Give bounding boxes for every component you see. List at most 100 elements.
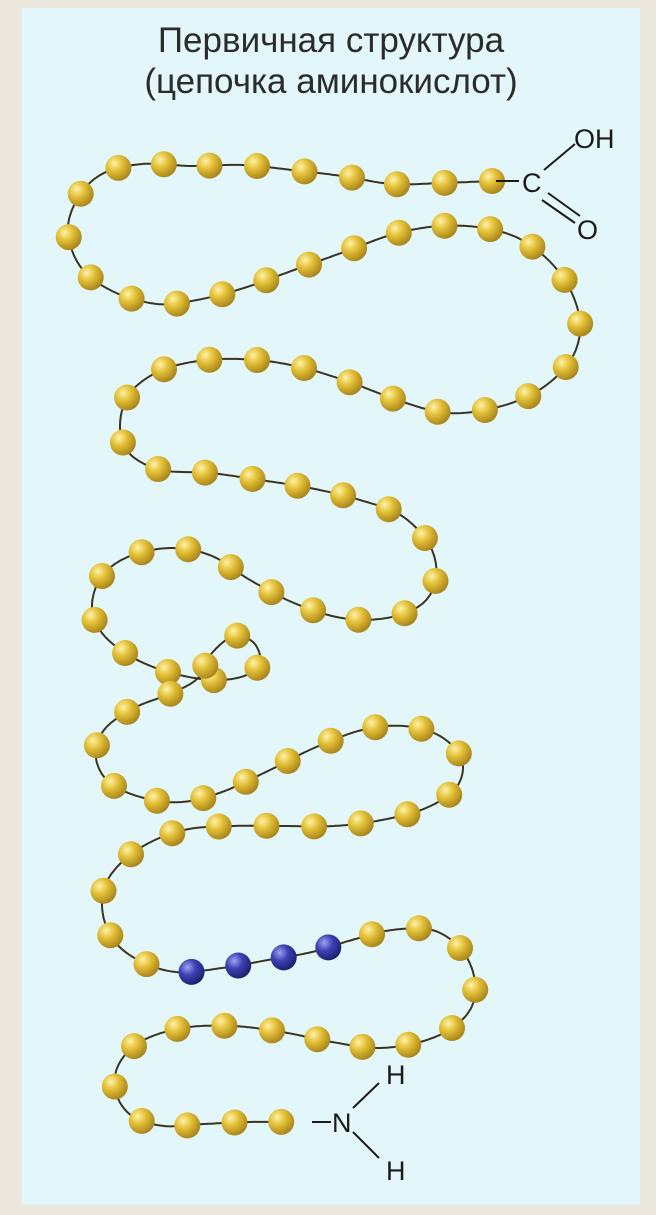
amino-acid-residue	[118, 841, 144, 867]
c-o-double-bond-a	[542, 200, 575, 223]
amino-acid-residue	[408, 716, 434, 742]
amino-acid-residue	[129, 1108, 155, 1134]
amino-acid-residue	[102, 1074, 128, 1100]
amino-acid-residue	[121, 1033, 147, 1059]
amino-acid-residue	[224, 623, 250, 649]
amino-acid-residue	[91, 878, 117, 904]
amino-acid-residues	[56, 151, 593, 1138]
amino-acid-residue	[436, 782, 462, 808]
amino-acid-residue	[164, 1016, 190, 1042]
amino-acid-residue	[101, 773, 127, 799]
amino-acid-residue	[300, 597, 326, 623]
amino-acid-residue	[84, 732, 110, 758]
amino-acid-residue	[253, 267, 279, 293]
amino-acid-residue	[190, 785, 216, 811]
carboxyl-group: C OH O	[496, 124, 615, 245]
amino-acid-residue	[376, 496, 402, 522]
amino-acid-residue	[164, 291, 190, 317]
amino-acid-residue	[82, 607, 108, 633]
amino-acid-residue	[462, 977, 488, 1003]
amino-acid-residue	[432, 213, 458, 239]
diagram-panel: Первичная структура (цепочка аминокислот…	[22, 8, 640, 1205]
amino-acid-residue	[330, 482, 356, 508]
amino-acid-residue	[119, 286, 145, 312]
amino-acid-residue	[345, 607, 371, 633]
amino-acid-residue	[218, 554, 244, 580]
amino-acid-residue	[197, 153, 223, 179]
n-h-top-bond	[353, 1083, 379, 1108]
amino-acid-residue	[394, 801, 420, 827]
amino-acid-residue	[395, 1032, 421, 1058]
amino-acid-residue	[337, 369, 363, 395]
amino-acid-residue	[412, 525, 438, 551]
amino-acid-residue	[515, 383, 541, 409]
amino-acid-residue	[285, 473, 311, 499]
amino-acid-residue	[240, 466, 266, 492]
amino-acid-residue	[209, 281, 235, 307]
amino-group: N H H	[312, 1060, 406, 1186]
amino-acid-residue	[144, 788, 170, 814]
amino-acid-residue	[174, 1112, 200, 1138]
amino-acid-residue	[423, 568, 449, 594]
amino-acid-residue	[432, 170, 458, 196]
amino-acid-residue	[78, 264, 104, 290]
carboxyl-o-label: O	[577, 215, 598, 245]
amino-acid-residue	[192, 460, 218, 486]
c-o-double-bond-b	[548, 193, 580, 216]
amino-acid-residue	[406, 915, 432, 941]
amino-acid-residue	[97, 922, 123, 948]
amino-acid-residue	[244, 153, 270, 179]
amino-acid-residue	[275, 748, 301, 774]
amino-acid-residue	[175, 536, 201, 562]
amino-acid-residue	[206, 814, 232, 840]
amino-acid-residue	[552, 267, 578, 293]
highlighted-residue	[315, 934, 341, 960]
amino-h-bottom-label: H	[386, 1156, 406, 1186]
amino-acid-residue	[105, 155, 131, 181]
amino-acid-residue	[244, 655, 270, 681]
amino-n-label: N	[332, 1108, 352, 1138]
amino-acid-residue	[244, 347, 270, 373]
amino-acid-residue	[192, 653, 218, 679]
amino-acid-residue	[301, 813, 327, 839]
amino-acid-residue	[472, 397, 498, 423]
amino-acid-residue	[56, 224, 82, 250]
amino-acid-residue	[362, 714, 388, 740]
amino-acid-residue	[114, 385, 140, 411]
n-h-bottom-bond	[353, 1132, 379, 1158]
amino-acid-residue	[425, 399, 451, 425]
amino-acid-chain-diagram: C OH O N H H	[22, 8, 640, 1205]
amino-acid-residue	[291, 355, 317, 381]
amino-acid-residue	[318, 728, 344, 754]
amino-acid-residue	[439, 1015, 465, 1041]
amino-acid-residue	[446, 740, 472, 766]
amino-acid-residue	[341, 235, 367, 261]
amino-acid-residue	[380, 386, 406, 412]
amino-acid-residue	[296, 252, 322, 278]
chain-backbone	[68, 164, 580, 1127]
amino-acid-residue	[567, 311, 593, 337]
amino-acid-residue	[359, 921, 385, 947]
amino-acid-residue	[259, 1017, 285, 1043]
amino-acid-residue	[519, 234, 545, 260]
amino-acid-residue	[386, 220, 412, 246]
amino-acid-residue	[447, 935, 473, 961]
amino-acid-residue	[392, 600, 418, 626]
amino-acid-residue	[292, 158, 318, 184]
amino-acid-residue	[110, 430, 136, 456]
amino-acid-residue	[89, 563, 115, 589]
amino-acid-residue	[339, 165, 365, 191]
highlighted-residue	[179, 959, 205, 985]
highlighted-residue	[271, 944, 297, 970]
highlighted-residue	[225, 953, 251, 979]
amino-acid-residue	[222, 1110, 248, 1136]
amino-acid-residue	[159, 820, 185, 846]
amino-acid-residue	[145, 456, 171, 482]
c-oh-bond	[544, 144, 575, 170]
amino-acid-residue	[553, 354, 579, 380]
amino-acid-residue	[384, 171, 410, 197]
amino-acid-residue	[258, 579, 284, 605]
amino-acid-residue	[112, 640, 138, 666]
amino-acid-residue	[348, 810, 374, 836]
amino-acid-residue	[68, 181, 94, 207]
